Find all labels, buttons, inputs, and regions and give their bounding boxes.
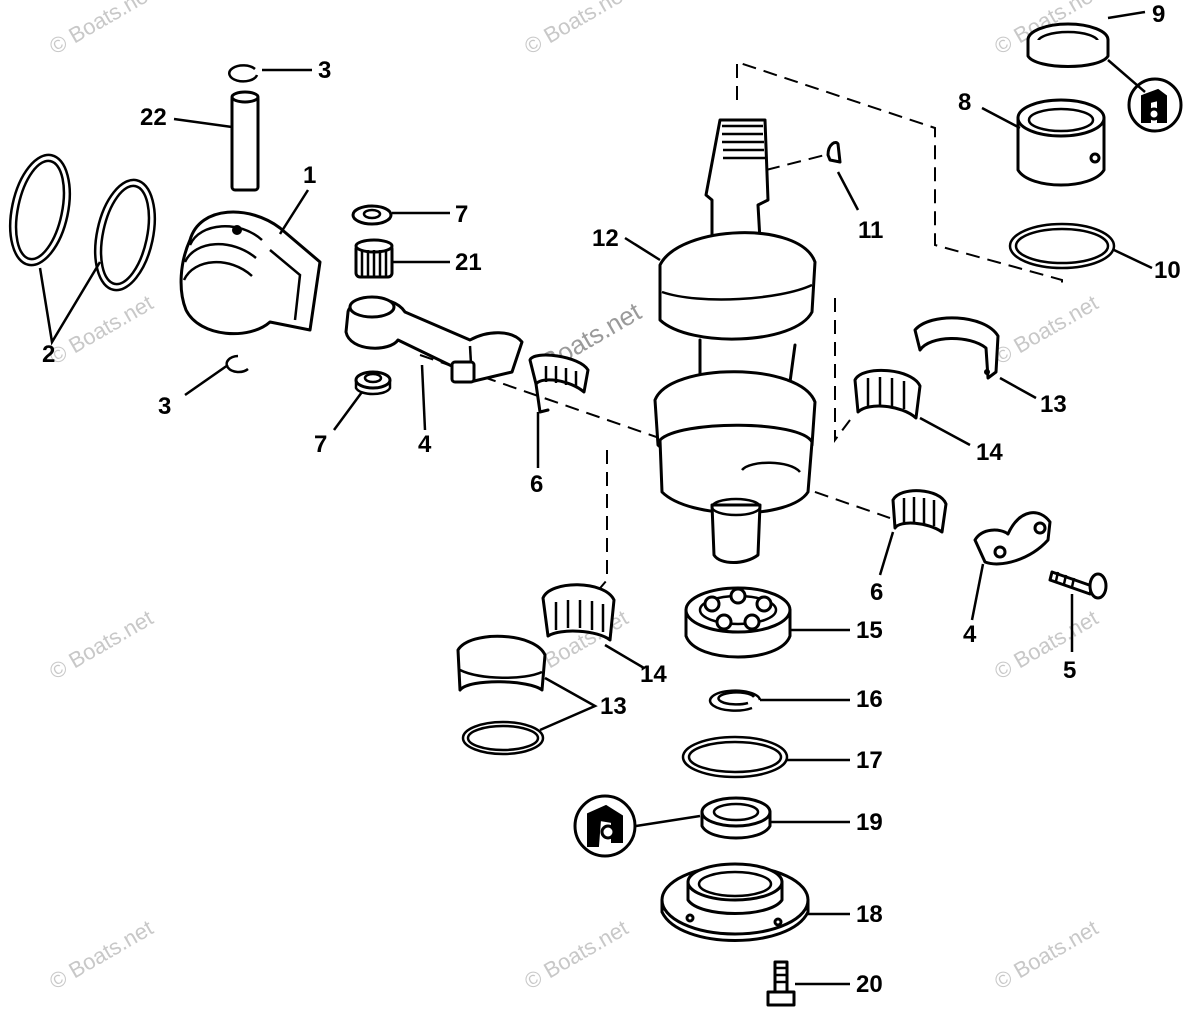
bearing-housing-part — [660, 862, 810, 942]
main-bearing-half-right — [913, 316, 1000, 380]
callout-13-left: 13 — [600, 693, 627, 720]
watermark: © Boats.net — [990, 605, 1102, 684]
callout-3-upper: 3 — [318, 57, 331, 84]
roller-bearing-half-left — [541, 583, 616, 642]
ball-bearing-part — [684, 586, 792, 659]
callout-6-right: 6 — [870, 579, 883, 606]
bearing-retaining-ring — [461, 720, 545, 756]
watermark: © Boats.net — [45, 290, 157, 369]
wrist-pin-part — [230, 90, 260, 192]
upper-seal-part — [1026, 22, 1110, 68]
housing-bolt-part — [766, 960, 796, 1007]
leader-lines — [38, 10, 1153, 986]
assembly-dashed-lines — [419, 60, 1063, 601]
callout-19: 19 — [856, 809, 883, 836]
callout-20: 20 — [856, 971, 883, 998]
thrust-washer-upper — [351, 204, 393, 226]
watermark: © Boats.net — [45, 915, 157, 994]
rod-cap-screw-part — [1048, 570, 1108, 600]
needle-bearing-part — [354, 238, 394, 279]
callout-3-lower: 3 — [158, 393, 171, 420]
callout-8: 8 — [958, 89, 971, 116]
snap-ring-part — [708, 689, 762, 712]
callout-6-left: 6 — [530, 471, 543, 498]
watermark: © Boats.net — [520, 0, 632, 59]
callout-21: 21 — [455, 249, 482, 276]
sealant-icon — [1127, 77, 1183, 133]
rod-bearing-upper — [528, 353, 590, 414]
callout-10: 10 — [1154, 257, 1181, 284]
watermark: © Boats.net — [45, 0, 157, 59]
callout-1: 1 — [303, 162, 316, 189]
o-ring-upper-part — [1008, 222, 1116, 270]
callout-4-right: 4 — [963, 621, 977, 648]
rod-cap-part — [973, 511, 1052, 566]
callout-18: 18 — [856, 901, 883, 928]
retaining-ring-upper — [228, 64, 259, 83]
retaining-ring-lower — [225, 354, 249, 374]
callout-12: 12 — [592, 225, 619, 252]
callout-7-upper: 7 — [455, 201, 468, 228]
callout-9: 9 — [1152, 1, 1165, 28]
watermark: © Boats.net — [990, 915, 1102, 994]
rod-bearing-lower — [891, 489, 948, 534]
crankshaft-part — [653, 118, 817, 564]
callout-5: 5 — [1063, 657, 1076, 684]
main-bearing-half-left — [456, 634, 547, 692]
callout-2: 2 — [42, 341, 55, 368]
callout-13-right: 13 — [1040, 391, 1067, 418]
piston-part — [179, 210, 322, 336]
watermark-layer: © Boats.net © Boats.net © Boats.net © Bo… — [45, 0, 1102, 994]
callout-17: 17 — [856, 747, 883, 774]
lower-seal-part — [700, 796, 772, 840]
thrust-washer-lower — [354, 370, 392, 396]
callout-7-lower: 7 — [314, 431, 327, 458]
callout-14-left: 14 — [640, 661, 667, 688]
watermark: © Boats.net — [520, 915, 632, 994]
o-ring-lower-part — [681, 735, 789, 779]
callout-15: 15 — [856, 617, 883, 644]
callout-11: 11 — [858, 217, 883, 244]
callout-4-left: 4 — [418, 431, 432, 458]
watermark: © Boats.net — [45, 605, 157, 684]
roller-bearing-half-right — [853, 368, 922, 420]
callout-labels: 3 22 1 2 3 7 21 7 4 6 12 11 9 8 10 13 14… — [42, 1, 1181, 998]
connecting-rod-part — [344, 295, 524, 384]
piston-rings-part — [8, 153, 157, 292]
watermark: © Boats.net — [990, 290, 1102, 369]
sealant-icon-lower — [573, 794, 637, 858]
callout-16: 16 — [856, 686, 883, 713]
callout-22: 22 — [140, 104, 167, 131]
woodruff-key-part — [826, 141, 842, 164]
callout-14-right: 14 — [976, 439, 1003, 466]
upper-bearing-part — [1016, 98, 1106, 187]
